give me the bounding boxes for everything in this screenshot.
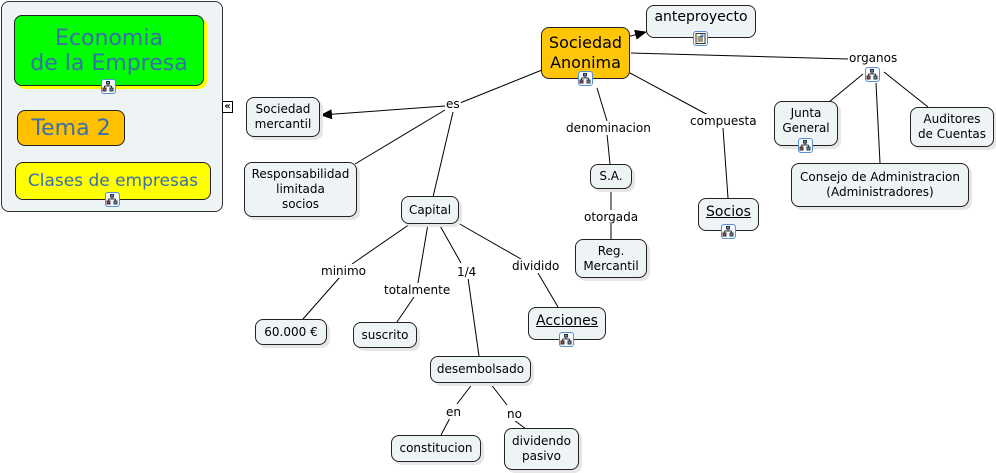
document-icon[interactable] bbox=[693, 31, 708, 46]
linking-phrase-compuesta[interactable]: compuesta bbox=[689, 114, 758, 128]
link-es-to-capital bbox=[432, 111, 454, 198]
link-sa-to-compuesta bbox=[629, 72, 709, 116]
linking-phrase-dividido[interactable]: dividido bbox=[511, 259, 561, 273]
node-suscrito-label: suscrito bbox=[361, 327, 409, 342]
link-capital-to-dividido bbox=[457, 222, 522, 260]
node-reg-mercantil[interactable]: Reg. Mercantil bbox=[575, 239, 647, 278]
node-junta-general-label: Junta General bbox=[782, 105, 830, 135]
node-sociedad-mercantil-label: Sociedad mercantil bbox=[254, 102, 312, 131]
link-dividido-to-acciones bbox=[537, 272, 559, 308]
link-sa-to-denominacion bbox=[596, 87, 608, 122]
link-organos-to-consejo bbox=[875, 82, 881, 164]
node-sociedad-anonima[interactable]: Sociedad Anonima bbox=[541, 27, 630, 79]
linking-phrase-un-cuarto[interactable]: 1/4 bbox=[456, 265, 478, 279]
node-auditores-label: Auditores de Cuentas bbox=[917, 112, 987, 141]
hierarchy-icon[interactable] bbox=[865, 67, 880, 82]
hierarchy-icon[interactable] bbox=[798, 138, 813, 153]
hierarchy-icon[interactable] bbox=[105, 192, 120, 207]
link-es-to-responsabilidad bbox=[354, 109, 446, 165]
node-tema-2[interactable]: Tema 2 bbox=[17, 110, 125, 146]
node-capital-label: Capital bbox=[408, 202, 452, 217]
linking-phrase-en[interactable]: en bbox=[445, 405, 462, 419]
link-desembolsado-to-no bbox=[489, 382, 508, 406]
node-sociedad-anonima-label: Sociedad Anonima bbox=[548, 33, 623, 72]
linking-phrase-denominacion[interactable]: denominacion bbox=[565, 121, 652, 135]
hierarchy-icon[interactable] bbox=[559, 332, 574, 347]
node-tema-2-label: Tema 2 bbox=[31, 115, 111, 141]
node-s-a[interactable]: S.A. bbox=[590, 164, 632, 189]
link-capital-to-totalmente bbox=[417, 223, 429, 284]
link-capital-to-cuarto bbox=[438, 223, 462, 264]
node-60000-label: 60.000 € bbox=[264, 324, 318, 339]
node-auditores-de-cuentas[interactable]: Auditores de Cuentas bbox=[910, 107, 994, 147]
node-anteproyecto-label: anteproyecto bbox=[654, 9, 748, 25]
double-chevron-left-icon: « bbox=[224, 101, 231, 112]
linking-phrase-otorgada[interactable]: otorgada bbox=[583, 210, 640, 224]
link-compuesta-to-socios bbox=[722, 127, 729, 199]
hierarchy-icon[interactable] bbox=[101, 79, 116, 94]
node-60000-euros[interactable]: 60.000 € bbox=[255, 319, 327, 345]
hierarchy-icon[interactable] bbox=[721, 224, 736, 239]
node-constitucion-label: constitucion bbox=[399, 441, 473, 455]
node-acciones-label: Acciones bbox=[536, 313, 598, 329]
link-capital-to-minimo bbox=[351, 223, 411, 265]
node-dividendo-pasivo[interactable]: dividendo pasivo bbox=[504, 428, 579, 470]
link-organos-to-junta bbox=[828, 73, 864, 103]
link-organos-to-auditores bbox=[883, 71, 929, 108]
link-denominacion-to-sadot bbox=[606, 133, 611, 165]
linking-phrase-no[interactable]: no bbox=[506, 407, 523, 421]
link-desembolsado-to-en bbox=[456, 382, 474, 405]
link-no-to-dividendo bbox=[513, 419, 527, 430]
link-totalmente-to-suscrito bbox=[396, 296, 415, 323]
node-consejo-de-administracion[interactable]: Consejo de Administracion (Administrador… bbox=[791, 163, 969, 207]
node-desembolsado-label: desembolsado bbox=[436, 362, 525, 376]
link-minimo-to-60000 bbox=[302, 276, 341, 320]
link-en-to-constitucion bbox=[440, 417, 451, 436]
node-economia[interactable]: Economia de la Empresa bbox=[14, 15, 204, 86]
node-socios[interactable]: Socios bbox=[698, 198, 759, 231]
linking-phrase-minimo[interactable]: minimo bbox=[320, 264, 367, 278]
node-clases-label: Clases de empresas bbox=[27, 170, 199, 191]
hierarchy-icon[interactable] bbox=[578, 71, 593, 86]
collapse-panel-button[interactable]: « bbox=[222, 101, 233, 113]
link-sa-to-es bbox=[459, 69, 543, 104]
linking-phrase-organos[interactable]: organos bbox=[848, 51, 899, 65]
node-suscrito[interactable]: suscrito bbox=[353, 322, 417, 348]
node-capital[interactable]: Capital bbox=[401, 196, 459, 224]
node-socios-label: Socios bbox=[706, 204, 751, 220]
node-economia-label: Economia de la Empresa bbox=[30, 25, 188, 76]
node-constitucion[interactable]: constitucion bbox=[391, 435, 481, 462]
node-sociedad-mercantil[interactable]: Sociedad mercantil bbox=[246, 97, 320, 137]
node-responsabilidad-limitada[interactable]: Responsabilidad limitada socios bbox=[244, 162, 357, 217]
link-es-to-mercantil bbox=[320, 105, 446, 120]
node-s-a-label: S.A. bbox=[599, 169, 623, 183]
node-responsabilidad-label: Responsabilidad limitada socios bbox=[251, 167, 350, 211]
link-cuarto-to-desembolsado bbox=[467, 277, 480, 357]
node-desembolsado[interactable]: desembolsado bbox=[430, 356, 531, 383]
linking-phrase-es[interactable]: es bbox=[445, 97, 461, 111]
node-dividendo-pasivo-label: dividendo pasivo bbox=[512, 434, 571, 463]
link-sa-to-organos bbox=[630, 52, 849, 60]
node-consejo-label: Consejo de Administracion (Administrador… bbox=[800, 170, 960, 199]
linking-phrase-totalmente[interactable]: totalmente bbox=[383, 283, 452, 297]
node-reg-mercantil-label: Reg. Mercantil bbox=[583, 243, 639, 273]
